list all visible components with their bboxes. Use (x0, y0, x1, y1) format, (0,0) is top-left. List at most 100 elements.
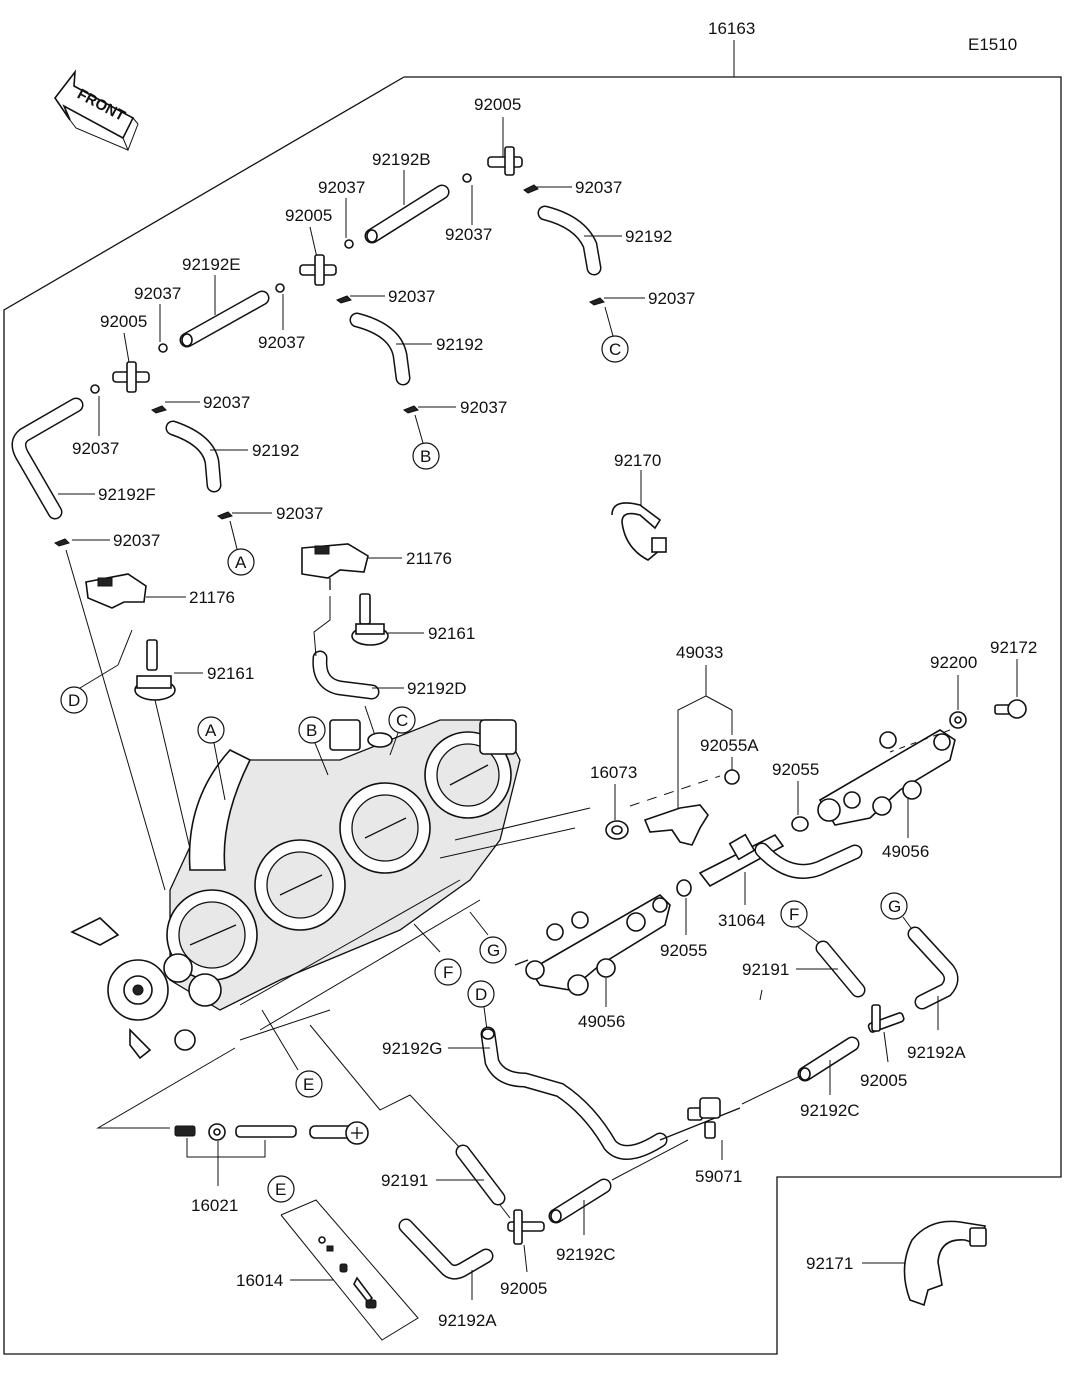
callout-92037-k[interactable]: 92037 (276, 504, 323, 523)
callout-92192a-b[interactable]: 92192A (438, 1311, 497, 1330)
callout-16021[interactable]: 16021 (191, 1196, 238, 1215)
callout-92170[interactable]: 92170 (614, 451, 661, 470)
callout-21176-b[interactable]: 21176 (189, 588, 235, 607)
callout-92037-e[interactable]: 92037 (258, 333, 305, 352)
fuel-pipe-31064[interactable] (698, 833, 863, 888)
callout-92192-b[interactable]: 92192 (436, 335, 483, 354)
clamp-icon[interactable] (402, 405, 419, 414)
callout-92037-h[interactable]: 92037 (134, 284, 181, 303)
hose-92192c-right[interactable] (797, 1036, 860, 1082)
t-fitting-mid[interactable] (299, 254, 337, 286)
callout-92192a-a[interactable]: 92192A (907, 1043, 966, 1062)
clamp-icon[interactable] (523, 184, 539, 194)
callout-92172[interactable]: 92172 (990, 638, 1037, 657)
pilot-screw-kit[interactable] (280, 1199, 419, 1341)
callout-92192f[interactable]: 92192F (98, 485, 156, 504)
clamp-icon[interactable] (216, 511, 233, 520)
clamp-icon[interactable] (344, 239, 354, 249)
callout-92192b[interactable]: 92192B (372, 150, 431, 169)
bolt-92172[interactable] (994, 699, 1027, 719)
callout-92037-g[interactable]: 92037 (460, 398, 507, 417)
hose-92191-lower[interactable] (455, 1144, 506, 1206)
fitting-92161-right[interactable] (351, 593, 389, 646)
callout-92192-c[interactable]: 92192 (252, 441, 299, 460)
callout-92005-left[interactable]: 92005 (100, 312, 147, 331)
callout-92037-c[interactable]: 92037 (648, 289, 695, 308)
clamp-icon[interactable] (158, 343, 168, 353)
callout-92161-b[interactable]: 92161 (207, 664, 254, 683)
callout-92055a[interactable]: 92055A (700, 736, 759, 755)
hose-92191-right[interactable] (815, 940, 866, 998)
t-fitting-left[interactable] (112, 361, 150, 393)
clamp-icon[interactable] (53, 538, 70, 547)
clamp-icon[interactable] (90, 384, 100, 394)
callout-92037-l[interactable]: 92037 (113, 531, 160, 550)
callout-92037-d[interactable]: 92037 (318, 178, 365, 197)
clamp-icon[interactable] (275, 283, 285, 293)
callout-92192d[interactable]: 92192D (407, 679, 467, 698)
fuel-rail-49056-upper[interactable] (817, 729, 956, 826)
hose-92192-top-right[interactable] (537, 205, 602, 276)
callout-92192c-a[interactable]: 92192C (800, 1101, 860, 1120)
hose-92192b[interactable] (364, 184, 450, 244)
callout-92161-a[interactable]: 92161 (428, 624, 475, 643)
ref-g-lower: G (888, 897, 901, 916)
hose-92192a-lower[interactable] (398, 1218, 494, 1280)
assembly-number[interactable]: 16163 (708, 19, 755, 38)
hose-92192-left[interactable] (165, 420, 222, 493)
fitting-92161-left[interactable] (134, 639, 176, 701)
injector-49033[interactable] (643, 804, 709, 846)
callout-92192g[interactable]: 92192G (382, 1039, 443, 1058)
callout-92055-a[interactable]: 92055 (772, 760, 819, 779)
clamp-icon[interactable] (150, 405, 167, 414)
callout-59071[interactable]: 59071 (695, 1167, 742, 1186)
callout-92171[interactable]: 92171 (806, 1254, 853, 1273)
t-fitting-top[interactable] (487, 146, 523, 176)
hose-92192d[interactable] (312, 650, 380, 700)
callout-92191-a[interactable]: 92191 (742, 960, 789, 979)
callout-92037-f[interactable]: 92037 (388, 287, 435, 306)
callout-92055-b[interactable]: 92055 (660, 941, 707, 960)
callout-92005-b[interactable]: 92005 (500, 1279, 547, 1298)
callout-16014[interactable]: 16014 (236, 1271, 283, 1290)
clamp-icon[interactable] (588, 297, 605, 306)
adjuster-screw-set[interactable] (174, 1121, 369, 1145)
strap-92170[interactable] (611, 502, 667, 561)
fitting-59071[interactable] (659, 1097, 741, 1141)
t-fitting-right[interactable] (867, 1004, 905, 1033)
callout-92005-r[interactable]: 92005 (860, 1071, 907, 1090)
sensor-21176-left[interactable] (85, 573, 147, 609)
bracket-92171[interactable] (903, 1220, 987, 1307)
callout-92005-top[interactable]: 92005 (474, 95, 521, 114)
fuel-rail-49056-lower[interactable] (514, 894, 671, 996)
callout-21176-a[interactable]: 21176 (406, 549, 452, 568)
callout-49056-a[interactable]: 49056 (882, 842, 929, 861)
callout-92037-a[interactable]: 92037 (445, 225, 492, 244)
hose-92192f[interactable] (11, 397, 84, 520)
callout-92192e[interactable]: 92192E (182, 255, 241, 274)
callout-31064[interactable]: 31064 (718, 911, 765, 930)
clamp-icon[interactable] (462, 173, 472, 183)
ref-d-left: D (68, 691, 80, 710)
callout-92200[interactable]: 92200 (930, 653, 977, 672)
callout-92005-mid[interactable]: 92005 (285, 206, 332, 225)
hose-92192g[interactable] (480, 1026, 668, 1160)
sensor-21176-right[interactable] (301, 543, 369, 590)
callout-49056-b[interactable]: 49056 (578, 1012, 625, 1031)
callout-92037-j[interactable]: 92037 (203, 393, 250, 412)
hose-92192a-right[interactable] (907, 926, 959, 1010)
hose-92192-mid[interactable] (349, 312, 411, 386)
callout-92037-i[interactable]: 92037 (72, 439, 119, 458)
hose-92192c-left[interactable] (548, 1178, 612, 1224)
callout-92192-a[interactable]: 92192 (625, 227, 672, 246)
callout-49033[interactable]: 49033 (676, 643, 723, 662)
clamp-icon[interactable] (335, 295, 352, 304)
t-fitting-lower[interactable] (507, 1209, 545, 1245)
callout-16073[interactable]: 16073 (590, 763, 637, 782)
callout-92037-b[interactable]: 92037 (575, 178, 622, 197)
throttle-body-assembly[interactable] (70, 719, 521, 1060)
hose-92192e[interactable] (179, 290, 270, 348)
callout-92192c-b[interactable]: 92192C (556, 1245, 616, 1264)
callout-92191-b[interactable]: 92191 (381, 1171, 428, 1190)
ref-b-top: B (420, 447, 431, 466)
